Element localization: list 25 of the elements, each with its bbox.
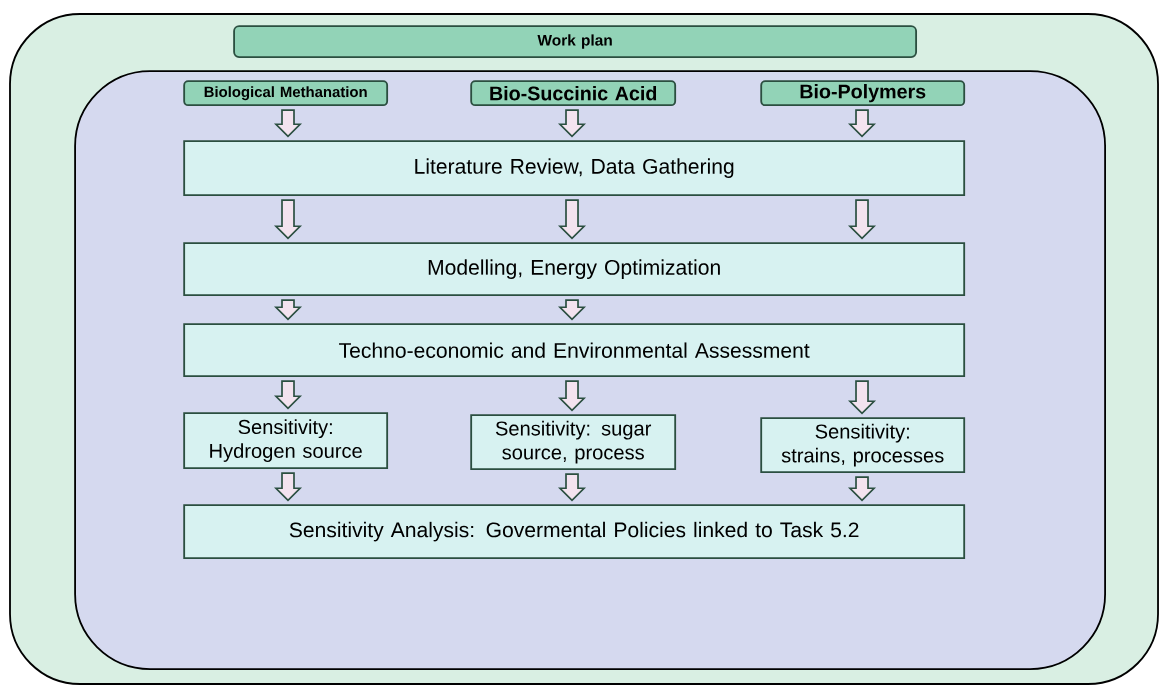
hollow-arrow bbox=[557, 109, 587, 138]
hollow-arrow bbox=[847, 109, 877, 138]
hollow-arrow bbox=[847, 380, 877, 415]
title-bar: Work plan bbox=[233, 25, 917, 58]
hollow-arrow bbox=[557, 199, 587, 240]
process-box: Modelling, Energy Optimization bbox=[183, 242, 966, 297]
hollow-arrow bbox=[557, 299, 587, 321]
process-box: Sensitivity: sugar source, process bbox=[470, 414, 677, 471]
hollow-arrow bbox=[273, 472, 303, 502]
hollow-arrow bbox=[847, 199, 877, 240]
process-box: Sensitivity Analysis: Govermental Policies linked to Task 5.2 bbox=[183, 504, 966, 560]
hollow-arrow bbox=[557, 380, 587, 412]
heading-box: Biological Methanation bbox=[183, 80, 389, 107]
hollow-arrow bbox=[273, 199, 303, 240]
process-box: Techno-economic and Environmental Assessment bbox=[183, 323, 966, 378]
hollow-arrow bbox=[273, 380, 303, 410]
hollow-arrow bbox=[847, 476, 877, 502]
process-box: Sensitivity: strains, processes bbox=[760, 417, 966, 474]
heading-box: Bio-Polymers bbox=[760, 80, 966, 107]
process-box: Sensitivity: Hydrogen source bbox=[183, 412, 389, 470]
process-box: Literature Review, Data Gathering bbox=[183, 140, 966, 197]
hollow-arrow bbox=[273, 299, 303, 321]
hollow-arrow bbox=[273, 109, 303, 138]
hollow-arrow bbox=[557, 473, 587, 502]
heading-box: Bio-Succinic Acid bbox=[470, 80, 677, 107]
